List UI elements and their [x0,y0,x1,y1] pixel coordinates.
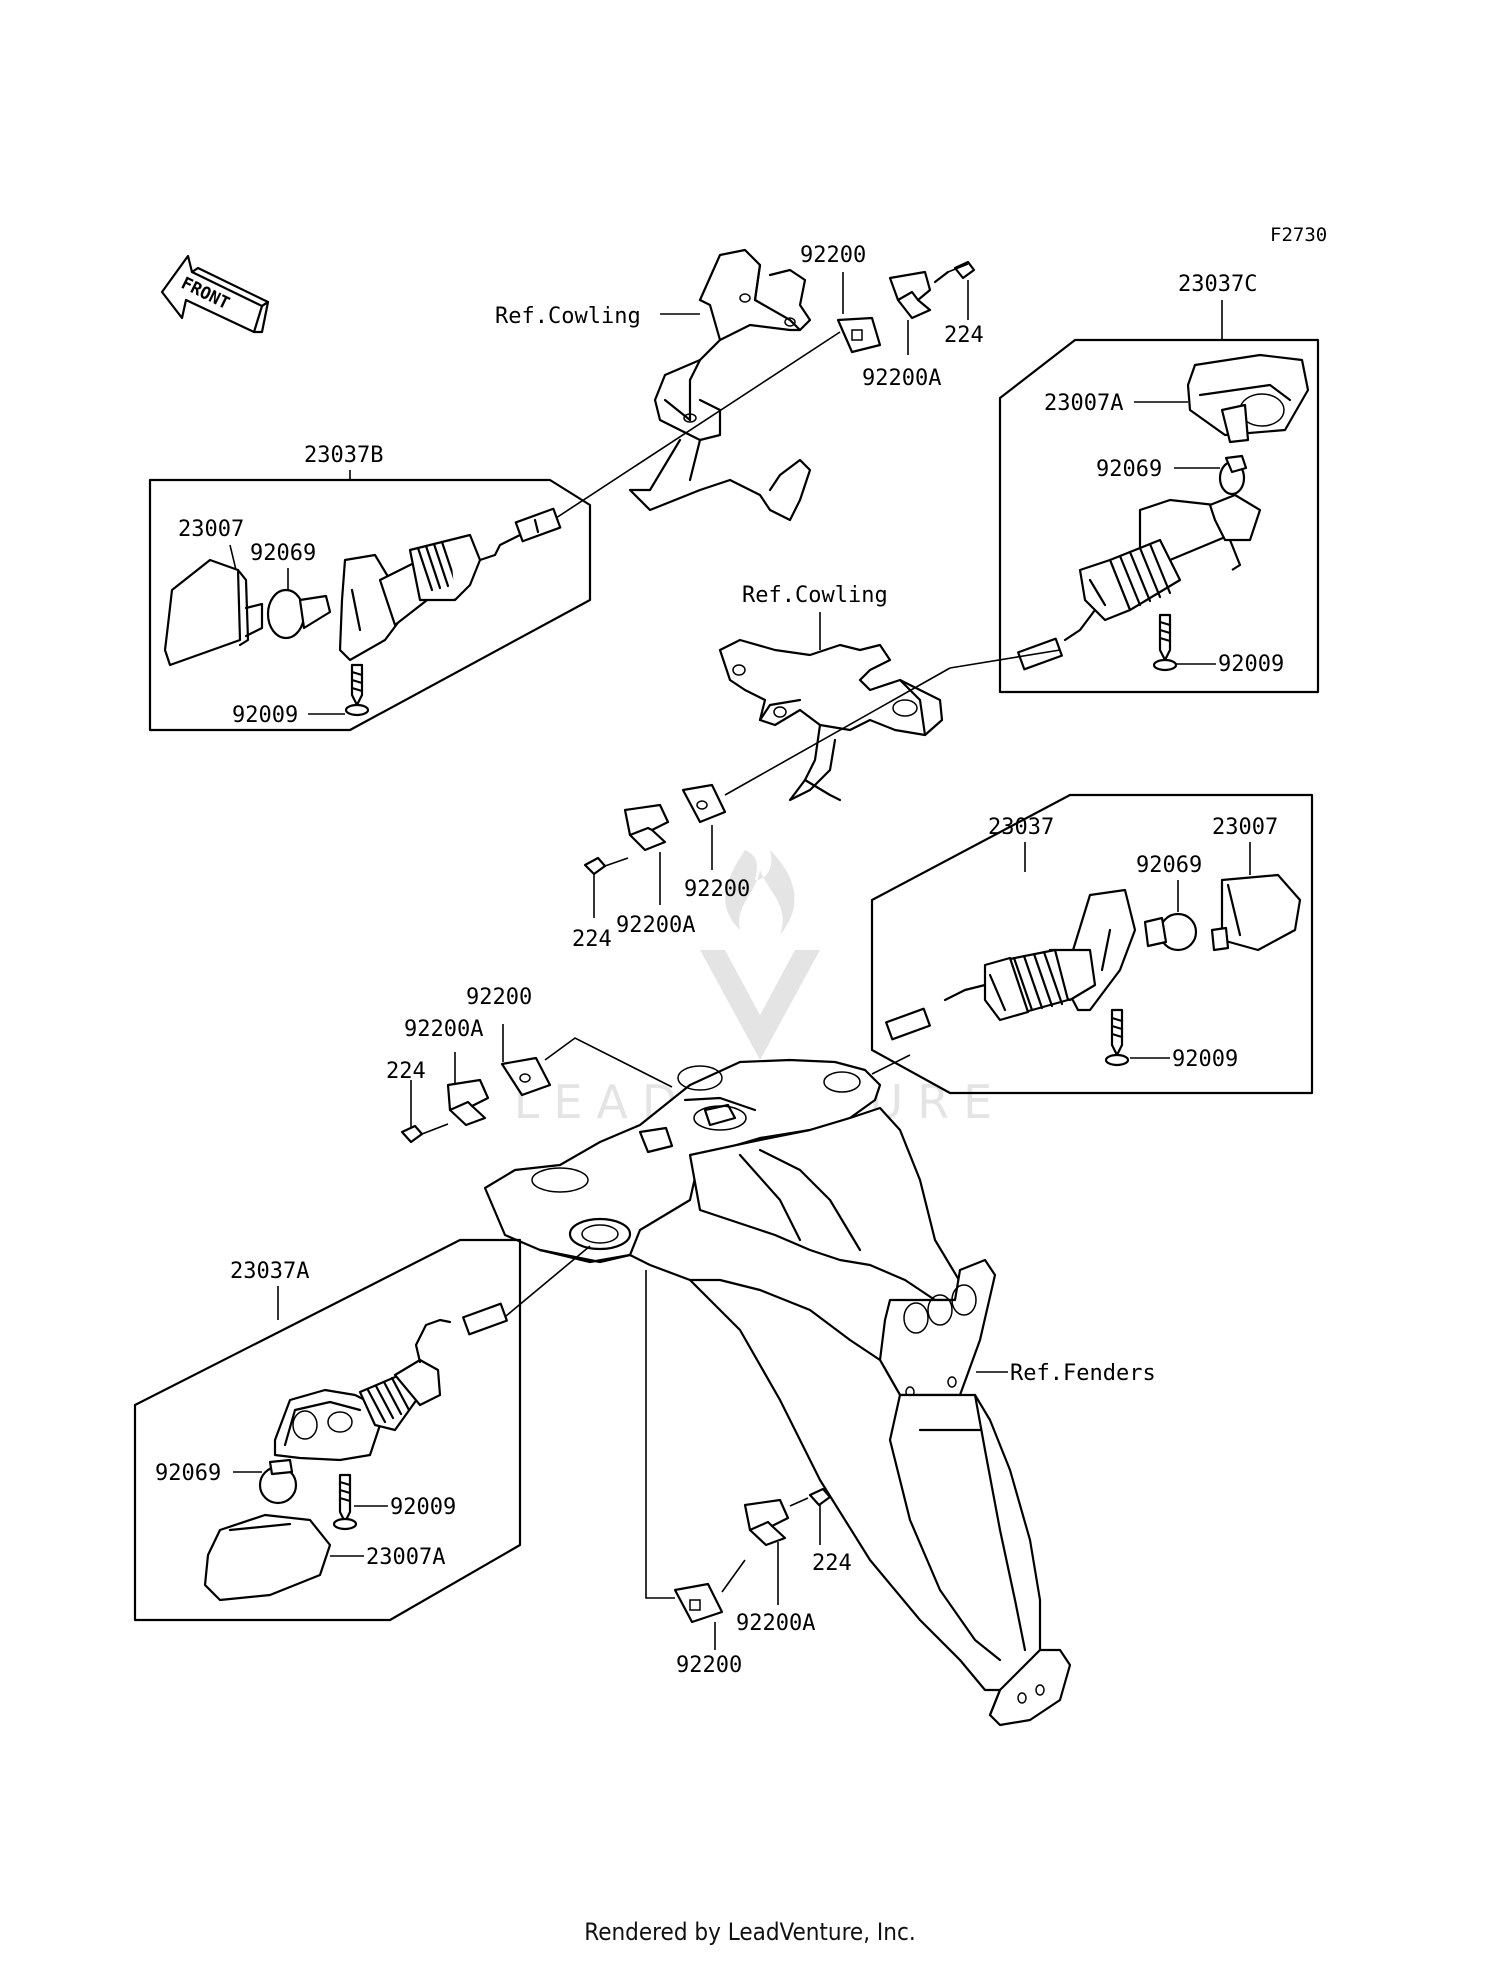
assembly-23037a-bulb-label: 92069 [155,1461,221,1486]
assembly-23037a-label: 23037A [230,1259,309,1284]
top-plate-label: 92200 [800,243,866,268]
assembly-23037b-label: 23037B [304,443,383,468]
assembly-23037b-screw-label: 92009 [232,703,298,728]
assembly-23037-box [870,793,1314,1095]
left-bolt-label: 224 [386,1059,426,1084]
assembly-23037c-box [998,338,1320,694]
assembly-23037b-lens-label: 23007 [178,517,244,542]
assembly-23037b-bulb-label: 92069 [250,541,316,566]
left-clamp-label: 92200A [404,1017,483,1042]
bottom-bolt-label: 224 [812,1551,852,1576]
assembly-23037a-screw-label: 92009 [390,1495,456,1520]
rear-fender [483,1058,1072,1727]
assembly-23037a-box [133,1238,522,1622]
mount-group-left [400,1024,552,1144]
top-bolt-label: 224 [944,323,984,348]
assembly-23037b [163,507,562,717]
bottom-plate-label: 92200 [676,1653,742,1678]
left-plate-label: 92200 [466,985,532,1010]
upper-cowling-bracket [628,248,812,522]
assembly-23037 [885,873,1302,1067]
ref-cowling-upper: Ref.Cowling [495,304,641,329]
ref-fenders: Ref.Fenders [1010,1361,1156,1386]
assembly-23037-screw-label: 92009 [1172,1047,1238,1072]
assembly-23037a [203,1302,508,1602]
assembly-23037c [1017,353,1310,672]
assembly-23037a-lens-label: 23007A [366,1545,445,1570]
mid-bolt-label: 224 [572,927,612,952]
front-arrow: FRONT [160,254,270,334]
diagram-code: F2730 [1270,224,1327,246]
mount-group-mid [583,783,727,918]
assembly-23037-bulb-label: 92069 [1136,853,1202,878]
mid-clamp-label: 92200A [616,913,695,938]
assembly-23037-lens-label: 23007 [1212,815,1278,840]
ref-cowling-mid: Ref.Cowling [742,583,888,608]
assembly-23037c-lens-label: 23007A [1044,391,1123,416]
mid-plate-label: 92200 [684,877,750,902]
assembly-23037-label: 23037 [988,815,1054,840]
assembly-23037c-bulb-label: 92069 [1096,457,1162,482]
mount-group-bottom [645,1270,832,1650]
bottom-clamp-label: 92200A [736,1611,815,1636]
mount-group-top [836,260,976,355]
assembly-23037c-screw-label: 92009 [1218,652,1284,677]
assembly-23037b-box [148,478,592,732]
assembly-23037c-label: 23037C [1178,272,1257,297]
footer-credit: Rendered by LeadVenture, Inc. [584,1918,916,1946]
top-clamp-label: 92200A [862,366,941,391]
mid-cowling-bracket [718,638,944,802]
